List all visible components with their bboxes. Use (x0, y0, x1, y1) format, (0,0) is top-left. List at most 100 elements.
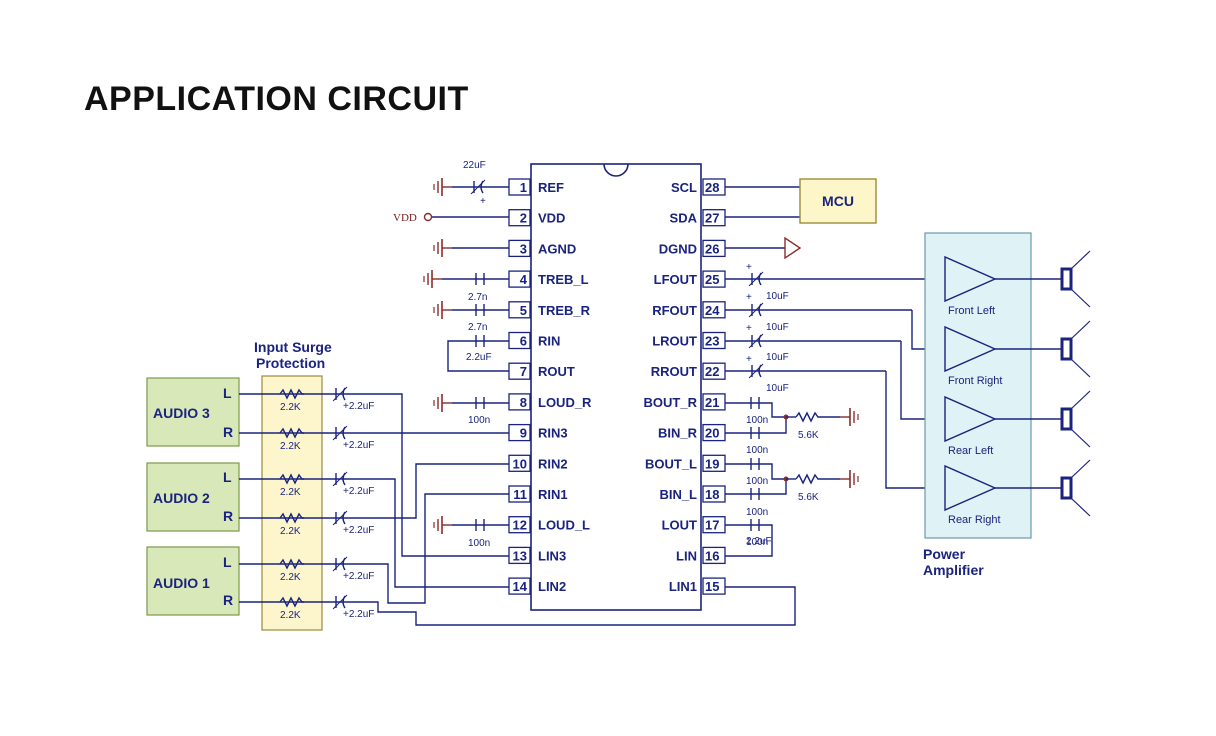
input-resistor-value: 2.2K (280, 610, 301, 621)
ic-pin-24-name: RFOUT (652, 303, 697, 318)
ic-pin-16-number: 16 (705, 548, 719, 563)
audio-1-block (146, 546, 240, 616)
input-resistor-value: 2.2K (280, 572, 301, 583)
ic-pin-13-number: 13 (513, 548, 527, 563)
audio-2-r-label: R (223, 508, 233, 524)
ic-pin-10-number: 10 (513, 456, 527, 471)
input-capacitor-value: +2.2uF (343, 525, 374, 536)
bin-l-cap-value: 100n (746, 507, 768, 518)
bass-r-res-value: 5.6K (798, 430, 819, 441)
ic-pin-15-name: LIN1 (669, 579, 697, 594)
ic-pin-26-name: DGND (659, 241, 697, 256)
ic-pin-21-box (702, 393, 726, 411)
loud-r-cap-value: 100n (468, 415, 490, 426)
ic-pin-15-number: 15 (705, 579, 719, 594)
bout-l-cap-value: 100n (746, 476, 768, 487)
input-resistor-value: 2.2K (280, 402, 301, 413)
input-capacitor-value: +2.2uF (343, 401, 374, 412)
ic-pin-2-number: 2 (520, 211, 527, 226)
ic-pin-23-number: 23 (705, 334, 719, 349)
audio-3-r-label: R (223, 424, 233, 440)
bass-l-res-value: 5.6K (798, 492, 819, 503)
ic-pin-6-name: RIN (538, 334, 560, 349)
ic-pin-14-number: 14 (513, 579, 528, 594)
svg-text:+: + (480, 196, 486, 207)
ic-pin-15-box (702, 577, 726, 595)
input-resistor-value: 2.2K (280, 526, 301, 537)
ic-pin-11-name: RIN1 (538, 487, 568, 502)
ic-pin-5-name: TREB_R (538, 303, 591, 318)
svg-text:+: + (746, 354, 752, 365)
ic-pin-10-name: RIN2 (538, 456, 568, 471)
ic-pin-12-number: 12 (513, 518, 527, 533)
ic-pin-4-number: 4 (520, 272, 528, 287)
ic-pin-20-number: 20 (705, 426, 719, 441)
amplifier-label: Front Right (948, 375, 1002, 387)
ic-pin-8-number: 8 (520, 395, 527, 410)
svg-text:+: + (746, 292, 752, 303)
bout-r-cap-value: 100n (746, 415, 768, 426)
lrout-cap-value: 10uF (766, 352, 789, 363)
amplifier-label: Front Left (948, 305, 995, 317)
ic-pin-9-name: RIN3 (538, 426, 568, 441)
ic-pin-8-box (508, 393, 531, 411)
ic-pin-7-number: 7 (520, 364, 527, 379)
ic-pin-19-name: BOUT_L (645, 456, 697, 471)
ic-pin-4-name: TREB_L (538, 272, 589, 287)
lfout-cap-value: 10uF (766, 291, 789, 302)
input-capacitor-value: +2.2uF (343, 571, 374, 582)
input-resistor-value: 2.2K (280, 487, 301, 498)
audio-1-label: AUDIO 1 (153, 575, 210, 591)
audio-3-l-label: L (223, 385, 232, 401)
page-title: APPLICATION CIRCUIT (84, 80, 469, 118)
speaker-icon (1060, 458, 1092, 518)
audio-3-label: AUDIO 3 (153, 405, 210, 421)
ic-pin-18-number: 18 (705, 487, 719, 502)
loud-l-cap-value: 100n (468, 538, 490, 549)
ic-pin-24-number: 24 (705, 303, 720, 318)
input-capacitor-value: +2.2uF (343, 440, 374, 451)
power-amp-label-line1: Power (923, 546, 966, 562)
surge-label-line2: Protection (256, 355, 325, 371)
ic-pin-22-number: 22 (705, 364, 719, 379)
ic-pin-14-box (508, 577, 531, 595)
audio-3-block (146, 377, 240, 447)
ic-pin-11-number: 11 (513, 487, 527, 502)
ic-pin-12-name: LOUD_L (538, 518, 590, 533)
audio-2-block (146, 462, 240, 532)
svg-text:+: + (746, 262, 752, 273)
ic-pin-26-number: 26 (705, 241, 719, 256)
ic-body (530, 163, 702, 611)
ic-pin-17-name: LOUT (662, 518, 697, 533)
ic-pin-14-name: LIN2 (538, 579, 566, 594)
ic-pin-28-number: 28 (705, 180, 719, 195)
rfout-cap-value: 10uF (766, 322, 789, 333)
ic-pin-2-name: VDD (538, 211, 565, 226)
surge-label-line1: Input Surge (254, 339, 332, 355)
ic-pin-17-number: 17 (705, 518, 719, 533)
ic-pin-3-number: 3 (520, 241, 527, 256)
ic-pin-13-name: LIN3 (538, 548, 566, 563)
treb-l-cap-value: 2.7n (468, 292, 487, 303)
ic-pin-8-name: LOUD_R (538, 395, 592, 410)
amplifier-triangle (944, 395, 997, 443)
bin-r-cap-value: 100n (746, 445, 768, 456)
ic-pin-16-name: LIN (676, 548, 697, 563)
input-resistor-value: 2.2K (280, 441, 301, 452)
audio-1-r-label: R (223, 592, 233, 608)
ic-pin-22-name: RROUT (651, 364, 697, 379)
mcu-block (799, 178, 877, 224)
ic-pin-21-number: 21 (705, 395, 719, 410)
ic-pin-20-name: BIN_R (658, 426, 698, 441)
amplifier-triangle (944, 325, 997, 373)
svg-text:+: + (746, 323, 752, 334)
audio-2-label: AUDIO 2 (153, 490, 210, 506)
amplifier-label: Rear Left (948, 445, 993, 457)
speaker-icon (1060, 249, 1092, 309)
ic-pin-7-name: ROUT (538, 364, 575, 379)
amplifier-triangle (944, 255, 997, 303)
amplifier-triangle (944, 464, 997, 512)
